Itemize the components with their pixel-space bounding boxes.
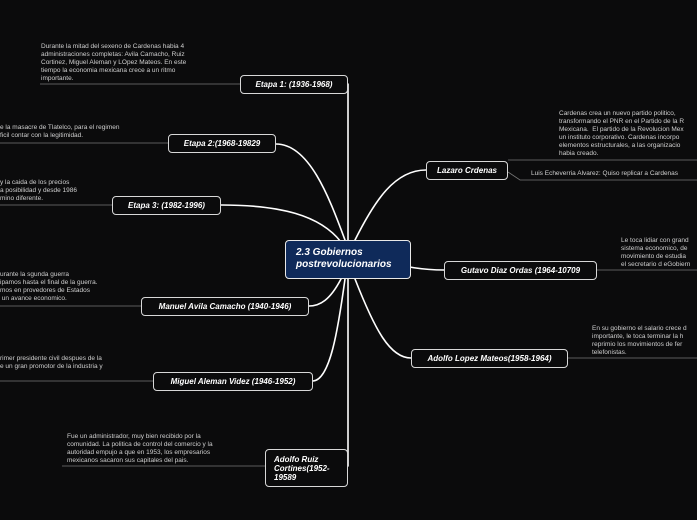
topic-ruiz-label-2: Cortines(1952- bbox=[274, 463, 330, 473]
topic-etapa1-label: Etapa 1: (1936-1968) bbox=[255, 80, 333, 89]
topic-ruiz-label-1: Adolfo Ruiz bbox=[274, 454, 319, 464]
note-etapa3: y la caida de los precios a posibilidad … bbox=[0, 179, 77, 202]
topic-avila-label: Manuel Avila Camacho (1940-1946) bbox=[158, 302, 292, 311]
note-diaz: Le toca lidiar con grand sistema economi… bbox=[621, 237, 691, 268]
note-avila: urante la sgunda guerra ipamos hasta el … bbox=[0, 271, 98, 302]
central-title-line1: 2.3 Gobiernos bbox=[296, 247, 363, 258]
note-ruiz: Fue un administrador, muy bien recibido … bbox=[67, 433, 213, 464]
topic-ruiz[interactable]: Adolfo Ruiz Cortines(1952- 19589 bbox=[265, 449, 348, 487]
topic-diaz-label: Gutavo Diaz Ordas (1964-10709 bbox=[460, 266, 581, 275]
topic-diaz[interactable]: Gutavo Diaz Ordas (1964-10709 bbox=[444, 261, 597, 280]
note-lazaro-2: Luis Echeverria Alvarez: Quiso replicar … bbox=[531, 170, 679, 177]
topic-lopez[interactable]: Adolfo Lopez Mateos(1958-1964) bbox=[411, 349, 568, 368]
topic-ruiz-label-3: 19589 bbox=[274, 472, 297, 482]
note-etapa1: Durante la mitad del sexeno de Cardenas … bbox=[41, 43, 187, 82]
note-lopez: En su gobierno el salario crece d import… bbox=[592, 325, 687, 356]
note-lazaro: Cardenas crea un nuevo partido politico,… bbox=[559, 110, 685, 157]
topic-etapa3-label: Etapa 3: (1982-1996) bbox=[128, 201, 205, 210]
topic-lazaro-label: Lazaro Crdenas bbox=[436, 166, 498, 175]
central-topic[interactable]: 2.3 Gobiernos postrevolucionarios bbox=[285, 240, 411, 279]
connector-lopez bbox=[354, 278, 412, 359]
topic-aleman-label: Miguel Aleman Videz (1946-1952) bbox=[170, 377, 296, 386]
central-title-line2: postrevolucionarios bbox=[296, 259, 392, 270]
connector-avila bbox=[308, 278, 342, 307]
connector-lazaro bbox=[354, 169, 427, 241]
topic-lopez-label: Adolfo Lopez Mateos(1958-1964) bbox=[427, 354, 552, 363]
topic-etapa3[interactable]: Etapa 3: (1982-1996) bbox=[112, 196, 221, 215]
topic-aleman[interactable]: Miguel Aleman Videz (1946-1952) bbox=[153, 372, 313, 391]
topic-etapa1[interactable]: Etapa 1: (1936-1968) bbox=[240, 75, 348, 94]
topic-avila[interactable]: Manuel Avila Camacho (1940-1946) bbox=[141, 297, 309, 316]
topic-etapa2-label: Etapa 2:(1968-19829 bbox=[183, 139, 261, 148]
connector-etapa2 bbox=[275, 143, 346, 241]
topic-lazaro[interactable]: Lazaro Crdenas bbox=[426, 161, 508, 180]
topic-etapa2[interactable]: Etapa 2:(1968-19829 bbox=[168, 134, 276, 153]
note-line-lazaro-2 bbox=[507, 171, 697, 181]
connector-etapa3 bbox=[220, 204, 342, 243]
note-etapa2: e la masacre de Tlatelco, para el regime… bbox=[0, 124, 120, 139]
connector-aleman bbox=[312, 278, 346, 382]
note-aleman: rimer presidente civil despues de la e u… bbox=[0, 355, 103, 370]
